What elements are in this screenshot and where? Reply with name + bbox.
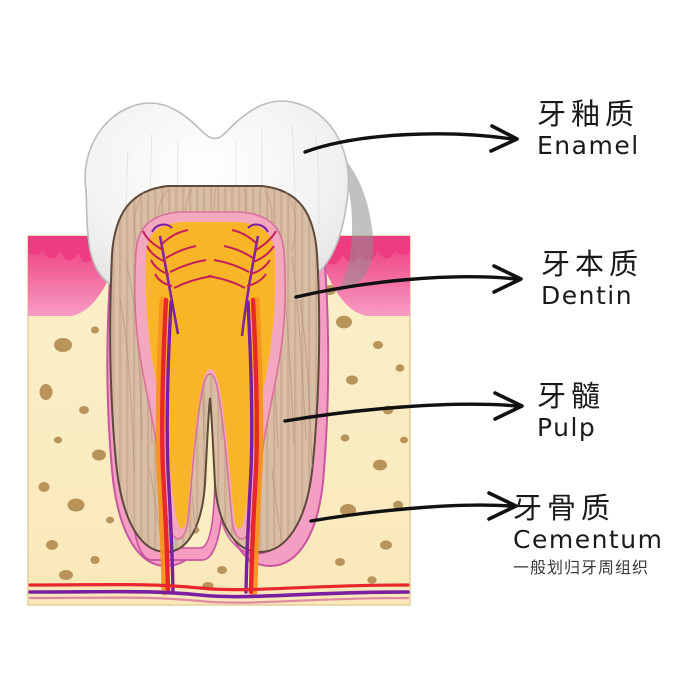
pulp-chamber: [134, 211, 286, 540]
label-dentin-cn: 牙本质: [541, 247, 644, 281]
label-cementum-en: Cementum: [513, 525, 664, 555]
label-cementum-note: 一般划归牙周组织: [513, 558, 650, 578]
label-pulp: 牙髓 Pulp: [537, 380, 605, 443]
pulp-vessels-left: [142, 229, 213, 335]
pulp-vessels-right: [207, 229, 277, 337]
root-canal: [155, 296, 264, 596]
label-pulp-cn: 牙髓: [537, 379, 606, 413]
annotation-arrows: [283, 124, 524, 523]
basal-neurovascular-bundle: [28, 583, 410, 604]
label-cementum: 牙骨质 Cementum 一般划归牙周组织: [513, 492, 663, 578]
label-pulp-en: Pulp: [537, 413, 597, 443]
label-enamel: 牙釉质 Enamel: [537, 98, 640, 161]
arrow-enamel: [303, 124, 519, 154]
arrow-dentin: [294, 264, 523, 299]
label-dentin: 牙本质 Dentin: [541, 248, 643, 311]
arrow-pulp: [283, 391, 524, 423]
label-enamel-cn: 牙釉质: [537, 97, 640, 131]
label-enamel-en: Enamel: [537, 131, 640, 161]
label-cementum-cn: 牙骨质: [513, 491, 616, 525]
label-dentin-en: Dentin: [541, 281, 634, 311]
arrow-cementum: [309, 491, 518, 523]
